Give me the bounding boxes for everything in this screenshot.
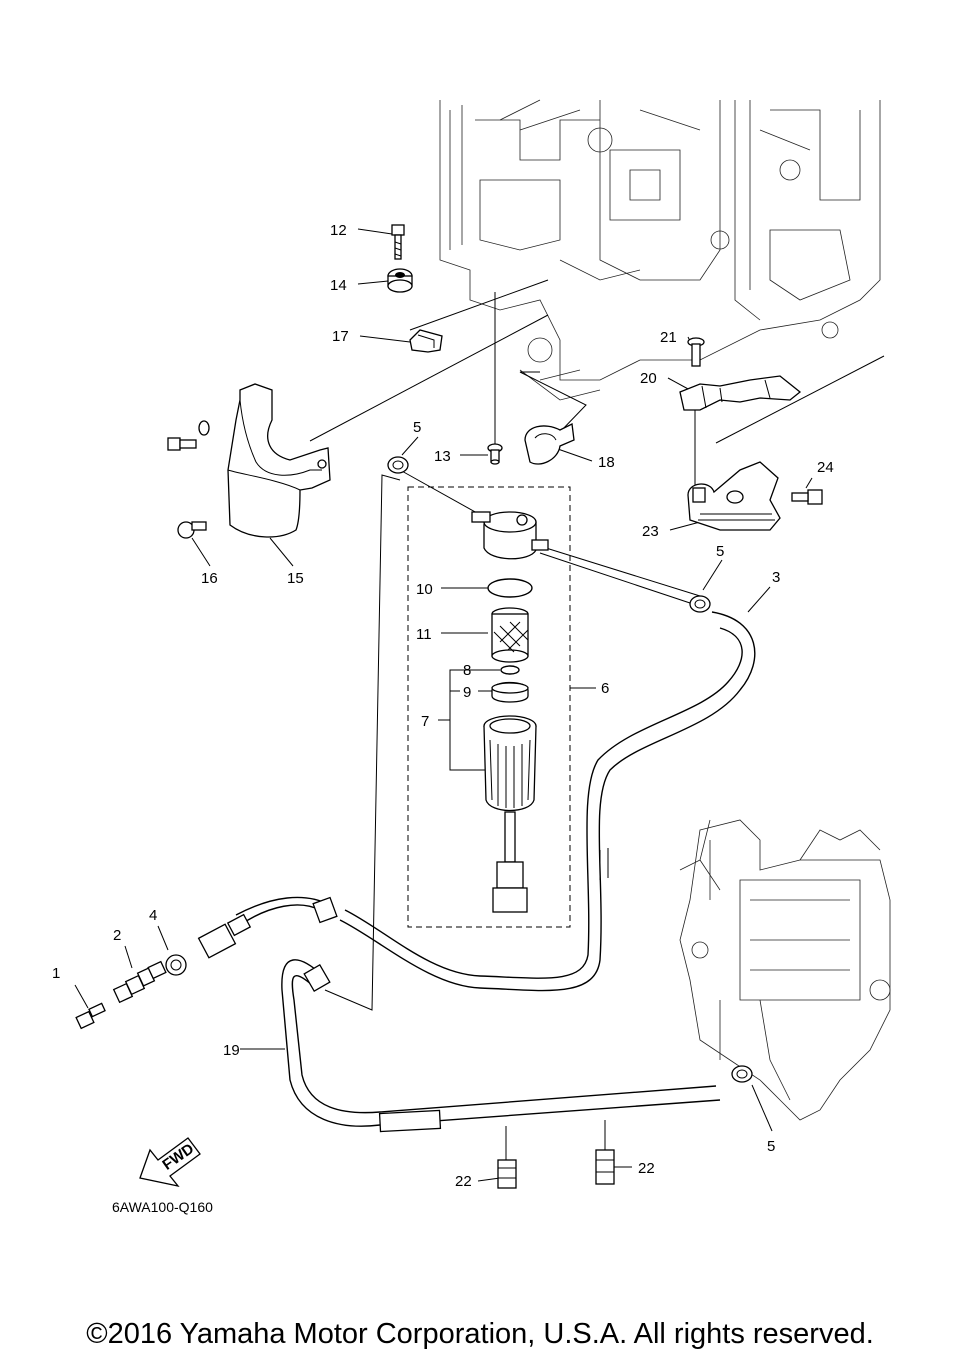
clip-8 xyxy=(500,665,520,675)
callout-22-right: 22 xyxy=(638,1160,655,1177)
callout-9: 9 xyxy=(463,684,471,701)
copyright-notice: ©2016 Yamaha Motor Corporation, U.S.A. A… xyxy=(86,1318,874,1350)
filter-head xyxy=(471,511,549,560)
hose-clamp-5-right xyxy=(689,595,711,613)
callout-16: 16 xyxy=(201,570,218,587)
hose-connector xyxy=(197,913,252,959)
callout-11: 11 xyxy=(416,626,432,643)
bolt-washer-upper xyxy=(167,420,210,451)
bolt-24 xyxy=(791,489,823,505)
hose-clamp-5-upper xyxy=(387,456,409,474)
callout-15: 15 xyxy=(287,570,304,587)
callout-10: 10 xyxy=(416,581,433,598)
callout-13: 13 xyxy=(434,448,451,465)
hose-clip-22-right xyxy=(595,1149,615,1185)
callout-7: 7 xyxy=(421,713,429,730)
plug-1 xyxy=(75,1002,106,1030)
bracket-23 xyxy=(687,461,781,531)
callout-2: 2 xyxy=(113,927,121,944)
callout-20: 20 xyxy=(640,370,657,387)
callout-14: 14 xyxy=(330,277,347,294)
hose-clip-22-left xyxy=(497,1159,517,1189)
bolt-16 xyxy=(177,521,207,539)
callout-24: 24 xyxy=(817,459,834,476)
bracket-20 xyxy=(679,375,802,411)
joint-2 xyxy=(112,960,167,1004)
filter-cup-7 xyxy=(483,715,537,913)
engine-block-outline xyxy=(439,99,881,401)
hose-clamp-5-lower xyxy=(731,1065,753,1083)
clip-17 xyxy=(409,329,443,353)
bolt-12 xyxy=(391,224,405,260)
leader-lines xyxy=(74,228,885,1182)
callout-18: 18 xyxy=(598,454,615,471)
callout-6: 6 xyxy=(601,680,609,697)
callout-17: 17 xyxy=(332,328,349,345)
callout-5-right: 5 xyxy=(716,543,724,560)
callout-1: 1 xyxy=(52,965,60,982)
diagram-code: 6AWA100-Q160 xyxy=(112,1199,213,1215)
callout-5-upper: 5 xyxy=(413,419,421,436)
callout-19: 19 xyxy=(223,1042,240,1059)
callout-4: 4 xyxy=(149,907,157,924)
fuel-hoses xyxy=(235,469,756,1127)
callout-8: 8 xyxy=(463,662,471,679)
callout-labels: 1 2 3 4 5 5 5 6 7 8 9 10 11 12 13 14 15 … xyxy=(52,222,834,1190)
holder-18 xyxy=(524,423,575,465)
float-9 xyxy=(491,681,529,703)
vapor-separator-outline xyxy=(679,819,891,1121)
bolt-13 xyxy=(487,443,503,465)
filter-element-11 xyxy=(491,607,529,663)
o-ring-10 xyxy=(487,578,533,598)
callout-23: 23 xyxy=(642,523,659,540)
clamp-4 xyxy=(165,954,187,976)
callout-21: 21 xyxy=(660,329,677,346)
hose-protector xyxy=(303,896,442,1133)
callout-22-left: 22 xyxy=(455,1173,472,1190)
fuel-filter-assembly-box xyxy=(407,486,571,928)
callout-5-lower: 5 xyxy=(767,1138,775,1155)
fwd-arrow-icon: FWD xyxy=(139,1137,201,1188)
callout-3: 3 xyxy=(772,569,780,586)
callout-12: 12 xyxy=(330,222,347,239)
grommet-14 xyxy=(387,268,413,293)
bolt-21 xyxy=(687,337,705,367)
cover-15 xyxy=(227,383,331,538)
